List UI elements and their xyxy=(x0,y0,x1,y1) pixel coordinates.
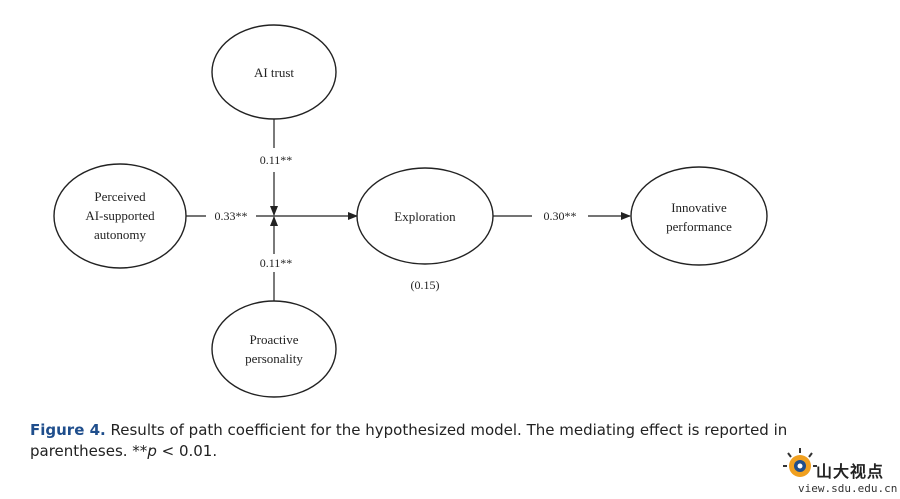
coef-autonomy-exploration: 0.33** xyxy=(215,209,248,223)
node-innovative-performance-line-2: performance xyxy=(666,219,732,234)
coef-ai-trust: 0.11** xyxy=(260,153,293,167)
watermark: 山大视点 view.sdu.edu.cn xyxy=(776,438,900,499)
coef-personality: 0.11** xyxy=(260,256,293,270)
figure-label: Figure 4. xyxy=(30,421,106,439)
mediating-effect-value: (0.15) xyxy=(411,278,440,292)
node-perceived-autonomy-line-2: AI-supported xyxy=(85,208,155,223)
watermark-url: view.sdu.edu.cn xyxy=(798,482,898,495)
caption-p-symbol: p xyxy=(147,442,157,460)
node-perceived-autonomy-line-3: autonomy xyxy=(94,227,146,242)
node-proactive-personality: Proactive personality xyxy=(211,300,337,398)
caption-text-before: Results of path coefficient for the hypo… xyxy=(30,421,788,460)
figure-caption: Figure 4. Results of path coefficient fo… xyxy=(30,420,800,462)
node-perceived-autonomy-line-1: Perceived xyxy=(94,189,146,204)
path-model-diagram: AI trust Perceived AI-supported autonomy… xyxy=(53,24,768,398)
node-exploration-label: Exploration xyxy=(394,209,456,224)
node-innovative-performance-line-1: Innovative xyxy=(671,200,727,215)
watermark-name: 山大视点 xyxy=(816,462,885,481)
caption-text-after: < 0.01. xyxy=(156,442,218,460)
node-ai-trust: AI trust xyxy=(211,24,337,120)
node-innovative-performance: Innovative performance xyxy=(630,166,768,266)
node-exploration: Exploration xyxy=(356,167,494,265)
node-proactive-personality-line-1: Proactive xyxy=(249,332,298,347)
node-proactive-personality-line-2: personality xyxy=(245,351,303,366)
node-ai-trust-label: AI trust xyxy=(254,65,294,80)
watermark-logo-icon xyxy=(783,448,817,477)
node-perceived-autonomy: Perceived AI-supported autonomy xyxy=(53,163,187,269)
coef-exploration-performance: 0.30** xyxy=(544,209,577,223)
